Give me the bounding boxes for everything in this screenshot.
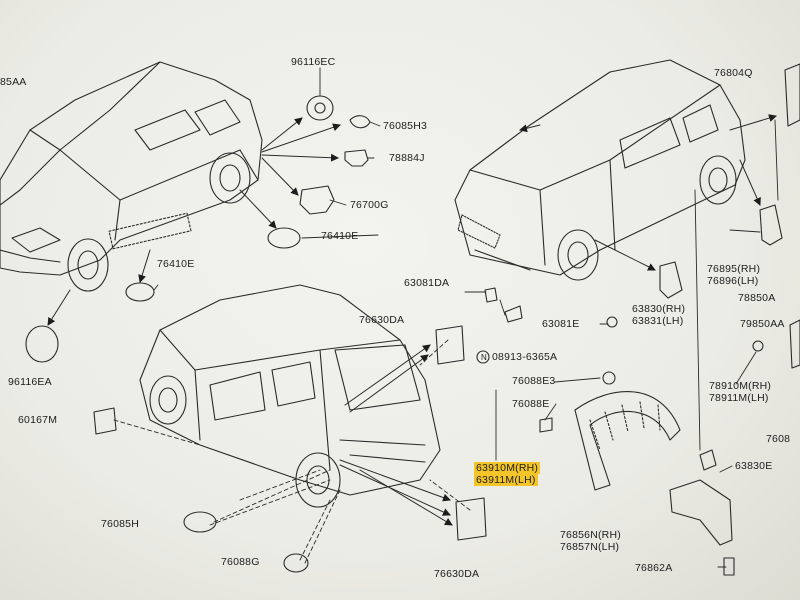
- label-76895: 76895(RH): [707, 263, 761, 275]
- pad-part-2: [455, 497, 487, 541]
- label-76630da-top: 76630DA: [359, 314, 405, 326]
- label-76857n: 76857N(LH): [560, 540, 620, 553]
- cap-part-2: [25, 325, 59, 363]
- label-76410e-a: 76410E: [321, 230, 359, 242]
- vehicle-rear-view: [139, 284, 441, 508]
- bracket-part: [669, 479, 733, 546]
- label-76862a: 76862A: [635, 562, 673, 574]
- washer-part: [606, 316, 618, 328]
- label-76856n: 76856N(RH): [560, 529, 621, 541]
- vehicle-front-right-view: [454, 59, 746, 281]
- label-08913-6365a: N 08913-6365A: [479, 351, 557, 363]
- clip-part-5: [752, 340, 764, 352]
- label-08913-text: 08913-6365A: [492, 351, 558, 363]
- label-79850aa: 79850AA: [740, 318, 785, 330]
- seal-part: [93, 407, 117, 435]
- circled-n-ring: [476, 350, 490, 364]
- label-96116ec: 96116EC: [291, 56, 336, 68]
- label-76088e3: 76088E3: [512, 375, 556, 387]
- label-63830: 63830(RH): [632, 303, 686, 315]
- grommet-part-2: [183, 511, 217, 533]
- clip-part-2: [484, 287, 498, 303]
- label-78910m: 78910M(RH): [709, 380, 772, 392]
- clip-part-4: [699, 449, 717, 471]
- clip-part: [344, 149, 369, 167]
- edge-part: [784, 63, 800, 127]
- label-76410e-b: 76410E: [157, 258, 195, 270]
- clip-part-3: [539, 417, 553, 433]
- label-76700g: 76700G: [350, 199, 389, 211]
- label-7608-edge: 7608: [766, 433, 791, 445]
- grommet-part: [306, 95, 334, 121]
- grommet-part-3: [283, 553, 309, 573]
- mud-flap-part: [759, 204, 783, 246]
- label-76856n-76857n: 76856N(RH) 76857N(LH): [560, 529, 621, 553]
- screw-part-2: [723, 557, 735, 576]
- label-76088g: 76088G: [221, 556, 260, 568]
- label-63910m: 63910M(RH): [474, 462, 541, 474]
- label-85aa: 85AA: [0, 76, 27, 88]
- label-63910m-63911m: 63910M(RH) 63911M(LH): [474, 462, 541, 486]
- leader-lines: [47, 114, 777, 526]
- wheel-arch-liner: [574, 391, 681, 491]
- label-96116ea: 96116EA: [8, 376, 52, 388]
- label-63830-63831: 63830(RH) 63831(LH): [632, 303, 686, 327]
- label-78910m-78911m: 78910M(RH) 78911M(LH): [709, 380, 772, 404]
- label-63831: 63831(LH): [632, 314, 684, 327]
- retainer-part: [299, 185, 335, 215]
- label-78850a: 78850A: [738, 292, 776, 304]
- label-76630da-bottom: 76630DA: [434, 568, 480, 580]
- vehicle-front-left-view: [0, 61, 263, 292]
- screw-part: [504, 305, 523, 323]
- label-76895-76896: 76895(RH) 76896(LH): [707, 263, 761, 287]
- label-78911m: 78911M(LH): [709, 391, 769, 404]
- label-63081e: 63081E: [542, 318, 580, 330]
- pad-part: [435, 325, 465, 365]
- mud-guard-part: [659, 261, 683, 299]
- label-76085h3: 76085H3: [383, 120, 428, 132]
- label-76896: 76896(LH): [707, 274, 759, 287]
- label-63081da: 63081DA: [404, 277, 450, 289]
- nut-part: [602, 371, 616, 385]
- label-63830e: 63830E: [735, 460, 773, 472]
- circled-n-mark: N: [481, 353, 487, 362]
- label-76085h: 76085H: [101, 518, 139, 530]
- label-76088e: 76088E: [512, 398, 550, 410]
- label-78884j: 78884J: [389, 152, 425, 164]
- label-63911m: 63911M(LH): [474, 473, 538, 486]
- cap-part: [349, 115, 371, 129]
- plug-part: [267, 227, 301, 249]
- label-60167m: 60167M: [18, 414, 58, 426]
- plug-part-2: [125, 282, 155, 302]
- label-76804q: 76804Q: [714, 67, 753, 79]
- edge-part-2: [789, 319, 800, 369]
